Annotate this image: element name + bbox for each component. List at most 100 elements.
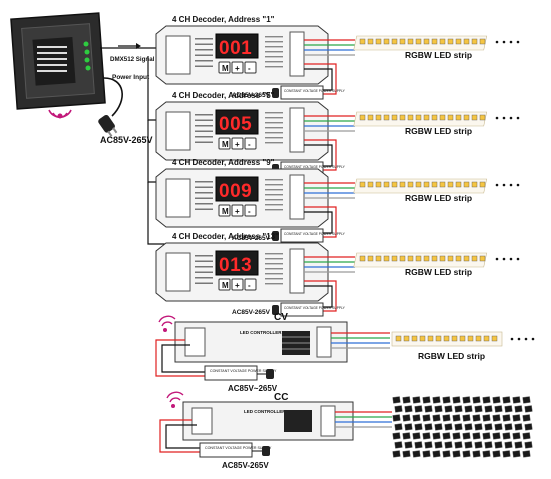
decoder-button[interactable]: [231, 61, 244, 74]
output-terminal: [289, 107, 305, 153]
led-chip: [431, 114, 438, 121]
decoder-button[interactable]: [244, 61, 257, 74]
dmx-terminal: [165, 178, 191, 218]
led-chip: [423, 114, 430, 121]
led-chip: [447, 38, 454, 45]
decoder-button-label: +: [235, 140, 240, 149]
cc-led-module: [512, 414, 521, 422]
cc-led-module: [474, 423, 483, 431]
led-chip: [439, 38, 446, 45]
dmx-master-controller: [10, 12, 106, 110]
output-terminal: [289, 174, 305, 220]
decoder-button[interactable]: [244, 137, 257, 150]
led-chip: [407, 114, 414, 121]
cc-led-module: [442, 414, 451, 422]
cv-psu-label: CONSTANT VOLTAGE POWER SUPPLY: [210, 369, 277, 373]
cc-power-wires: [159, 419, 200, 453]
led-chip: [479, 255, 486, 262]
cc-led-module: [412, 450, 421, 458]
decoder-plug: [272, 88, 279, 98]
led-chip: [375, 181, 382, 188]
cc-led-module: [464, 423, 473, 431]
cc-led-module: [404, 441, 413, 449]
cc-led-module: [404, 423, 413, 431]
dmx-terminal: [165, 252, 191, 292]
led-chip: [407, 38, 414, 45]
decoder-row: 4 CH Decoder, Address "1"001M+-CONSTANT …: [155, 15, 520, 100]
led-chip: [471, 255, 478, 262]
address-display-digits: 009: [219, 181, 252, 202]
cc-led-module: [524, 441, 533, 449]
led-chip: [431, 38, 438, 45]
cv-ac-label: AC85V~265V: [228, 384, 278, 393]
decoder-button-label: M: [222, 64, 229, 73]
decoder-button[interactable]: [218, 137, 231, 150]
cc-led-module: [482, 432, 491, 440]
decoder-psu-label: CONSTANT VOLTAGE POWER SUPPLY: [284, 89, 346, 93]
cc-led-module: [512, 396, 521, 404]
led-chip: [391, 181, 398, 188]
decoder-button[interactable]: [244, 204, 257, 217]
cc-led-module: [444, 423, 453, 431]
decoder-psu: [280, 228, 324, 243]
led-chip: [463, 255, 470, 262]
cc-led-module: [522, 396, 531, 404]
led-chip: [491, 335, 498, 342]
led-chip: [383, 114, 390, 121]
cc-led-module: [482, 414, 491, 422]
led-chip: [447, 181, 454, 188]
cc-led-module: [412, 432, 421, 440]
led-chip: [367, 114, 374, 121]
cv-led-strip: [391, 331, 535, 347]
decoder-row: 4 CH Decoder, Address "9"009M+-CONSTANT …: [155, 158, 520, 243]
address-display: [215, 250, 259, 276]
led-chip: [479, 38, 486, 45]
led-chip: [391, 114, 398, 121]
cc-led-module: [462, 396, 471, 404]
decoder-button[interactable]: [218, 204, 231, 217]
cc-led-module: [402, 432, 411, 440]
cc-led-module: [442, 432, 451, 440]
decoder-plug: [272, 231, 279, 241]
led-chip: [415, 181, 422, 188]
decoder-button[interactable]: [231, 278, 244, 291]
led-chip: [483, 335, 490, 342]
decoder-plug: [272, 305, 279, 315]
cc-led-module: [402, 396, 411, 404]
led-chip: [375, 38, 382, 45]
rgbw-strip-label: RGBW LED strip: [405, 267, 472, 277]
led-chip: [451, 335, 458, 342]
led-chip: [439, 181, 446, 188]
decoder-button[interactable]: [231, 204, 244, 217]
address-display: [215, 109, 259, 135]
cc-led-module: [504, 405, 513, 413]
cc-led-module: [432, 414, 441, 422]
cc-led-module: [502, 414, 511, 422]
cc-led-module: [464, 405, 473, 413]
cc-led-module: [504, 441, 513, 449]
decoder-button-label: +: [235, 281, 240, 290]
cc-led-module: [514, 441, 523, 449]
cc-led-module: [484, 405, 493, 413]
decoder-title: 4 CH Decoder, Address "9": [172, 158, 275, 167]
decoder-button[interactable]: [218, 278, 231, 291]
controller-ac-label: AC85V-265V: [100, 135, 153, 145]
decoder-button[interactable]: [244, 278, 257, 291]
cc-led-module: [504, 423, 513, 431]
cc-led-module: [454, 423, 463, 431]
cc-led-module: [394, 405, 403, 413]
led-chip: [423, 38, 430, 45]
led-chip: [367, 38, 374, 45]
decoder-button[interactable]: [218, 61, 231, 74]
cc-led-module: [452, 432, 461, 440]
dmx-signal-label: DMX512 Signal Output: [110, 56, 176, 63]
led-chip: [479, 114, 486, 121]
cc-led-matrix: [392, 396, 533, 458]
address-display-digits: 013: [219, 255, 252, 276]
decoder-ac-label: AC85V-265V: [232, 309, 271, 316]
decoder-button[interactable]: [231, 137, 244, 150]
power-plug: [98, 115, 118, 137]
decoder-psu-label: CONSTANT VOLTAGE POWER SUPPLY: [284, 165, 346, 169]
led-chip: [391, 38, 398, 45]
led-chip: [455, 255, 462, 262]
